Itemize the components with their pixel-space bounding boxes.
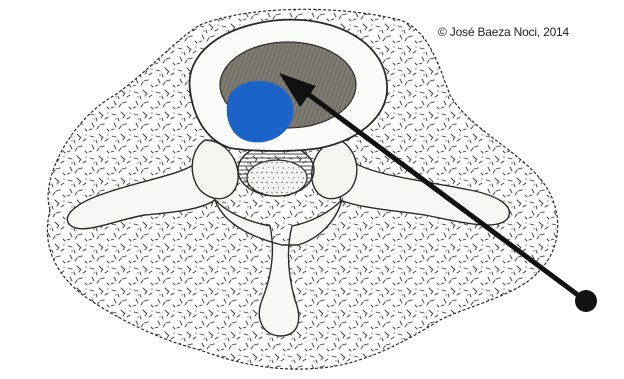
dot-icon	[575, 290, 597, 312]
copyright-text: © José Baeza Noci, 2014	[438, 25, 569, 39]
